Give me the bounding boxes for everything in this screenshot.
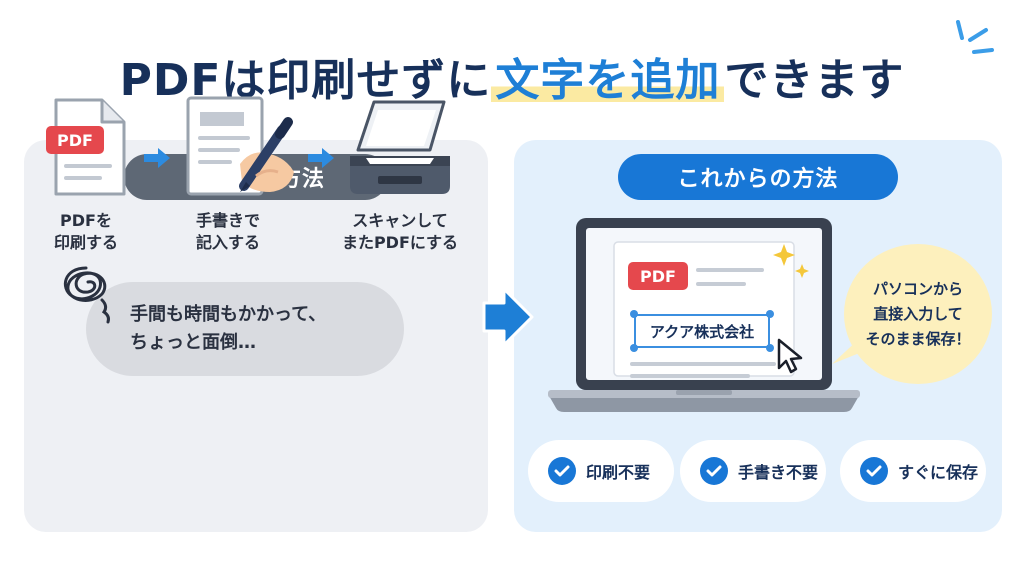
feature-badge-label: すぐに保存 [898,463,979,482]
feature-badge-save-now: すぐに保存 [840,440,986,502]
title-part-2: できます [724,55,905,106]
resize-handle-top-right[interactable] [766,310,774,318]
speech-bubble: パソコンから 直接入力して そのまま保存！ [844,244,992,384]
check-icon [700,457,728,485]
page-title: PDFは印刷せずに文字を追加できます [0,44,1024,108]
check-icon [548,457,576,485]
new-method-heading: これからの方法 [618,154,898,200]
feature-badge-label: 印刷不要 [586,463,651,482]
title-part-1: PDFは印刷せずに [119,55,492,106]
title-highlight: 文字を追加 [491,55,725,106]
feature-badge-no-print: 印刷不要 [528,440,674,502]
step-arrow-icon [308,148,334,168]
handwriting-pen-icon [186,96,294,196]
company-name-text-field[interactable]: アクア株式会社 [634,314,770,348]
step-1-label: PDFを 印刷する [53,211,118,252]
pdf-badge-text: PDF [57,131,93,150]
scanner-icon [350,100,450,194]
speech-bubble-text: パソコンから 直接入力して そのまま保存！ [865,279,971,348]
step-arrow-icon [144,148,170,168]
step-3-label: スキャンして またPDFにする [341,211,459,252]
sparkle-lines-icon [956,20,994,54]
step-2-label: 手書きで 記入する [195,211,260,252]
feature-badge-no-handwriting: 手書き不要 [680,440,826,502]
resize-handle-bottom-left[interactable] [630,344,638,352]
transition-arrow-icon [482,287,534,347]
pdf-document-icon: PDF [46,98,126,196]
complaint-bubble: 手間も時間もかかって、 ちょっと面倒… [86,282,404,376]
resize-handle-top-left[interactable] [630,310,638,318]
scribble-frustration-icon [63,266,110,324]
check-icon [860,457,888,485]
resize-handle-bottom-right[interactable] [766,344,774,352]
laptop-pdf-badge: PDF [628,262,688,290]
complaint-text: 手間も時間もかかって、 ちょっと面倒… [130,304,327,353]
feature-badge-label: 手書き不要 [738,463,819,482]
